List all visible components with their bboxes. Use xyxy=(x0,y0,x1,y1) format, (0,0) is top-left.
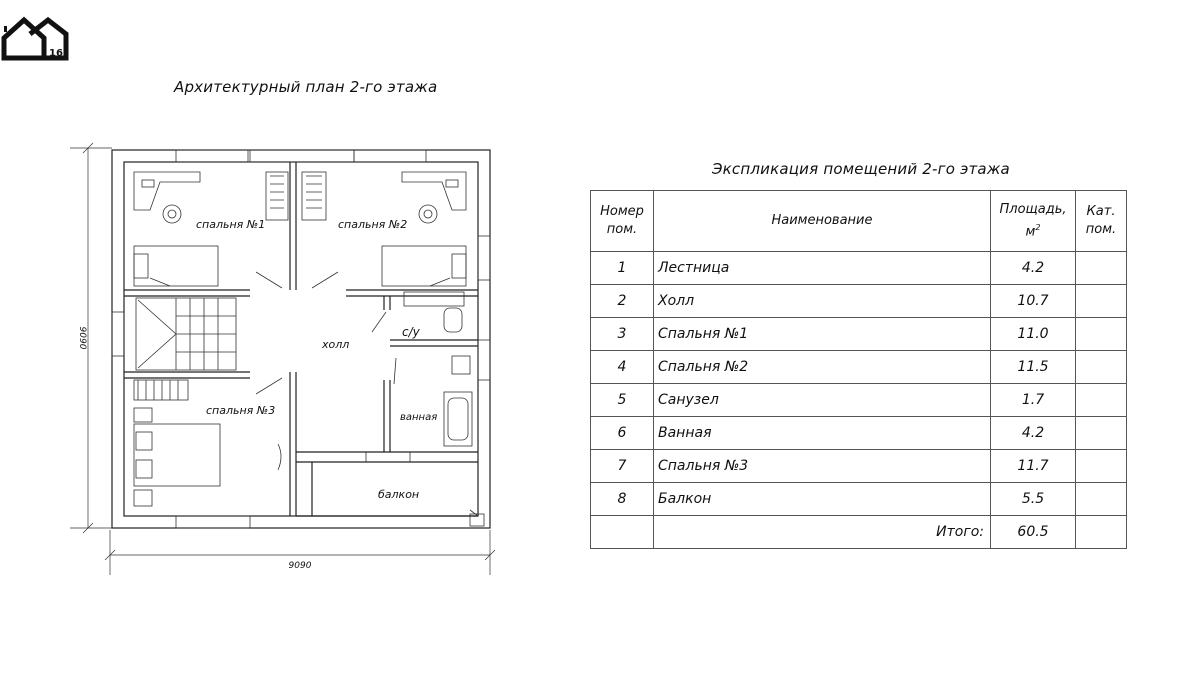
cell-area: 10.7 xyxy=(990,284,1076,318)
cell-number: 2 xyxy=(590,284,654,318)
cell-area: 5.5 xyxy=(990,482,1076,516)
house-logo-icon: 16 xyxy=(1,16,69,61)
cell-name: Холл xyxy=(653,284,991,318)
room-label-bedroom2: спальня №2 xyxy=(338,218,407,231)
room-label-hall: холл xyxy=(321,338,349,351)
cell-category xyxy=(1075,383,1127,417)
cell-area: 4.2 xyxy=(990,251,1076,285)
plan-title: Архитектурный план 2-го этажа xyxy=(174,78,438,96)
cell-name: Ванная xyxy=(653,416,991,450)
cell-area: 11.0 xyxy=(990,317,1076,351)
header-number: Номер пом. xyxy=(590,190,654,252)
cell-name: Санузел xyxy=(653,383,991,417)
cell-name: Спальня №3 xyxy=(653,449,991,483)
cell-name: Балкон xyxy=(653,482,991,516)
interior-walls xyxy=(124,162,478,517)
dim-vertical-label: 9090 xyxy=(77,327,87,350)
cell-number: 1 xyxy=(590,251,654,285)
cell-number: 8 xyxy=(590,482,654,516)
room-label-bath: ванная xyxy=(400,412,437,423)
explication-table: Номер пом. Наименование Площадь, м2 Кат.… xyxy=(590,190,1127,549)
staircase xyxy=(135,297,237,371)
total-label: Итого: xyxy=(653,515,991,549)
dim-horizontal-label: 9090 xyxy=(289,561,312,571)
bath-fixtures xyxy=(403,291,473,447)
cell-number: 5 xyxy=(590,383,654,417)
cell-category xyxy=(1075,284,1127,318)
cell-number: 3 xyxy=(590,317,654,351)
cell-number: 7 xyxy=(590,449,654,483)
cell-area: 11.5 xyxy=(990,350,1076,384)
doors xyxy=(255,271,485,527)
beds xyxy=(133,245,467,507)
cell-area: 1.7 xyxy=(990,383,1076,417)
logo-number: 16 xyxy=(49,48,63,59)
room-label-bedroom3: спальня №3 xyxy=(206,404,275,417)
cell-category xyxy=(1075,251,1127,285)
room-label-balcony: балкон xyxy=(378,488,419,501)
cell-name: Лестница xyxy=(653,251,991,285)
cell-number: 6 xyxy=(590,416,654,450)
cell-area: 4.2 xyxy=(990,416,1076,450)
cell-number: 4 xyxy=(590,350,654,384)
cell-name: Спальня №2 xyxy=(653,350,991,384)
total-value: 60.5 xyxy=(990,515,1076,549)
cell-category xyxy=(1075,317,1127,351)
room-label-wc: с/у xyxy=(402,325,421,339)
table-header-row: Номер пом. Наименование Площадь, м2 Кат.… xyxy=(590,190,1127,252)
cell-area: 11.7 xyxy=(990,449,1076,483)
wardrobes xyxy=(133,171,327,401)
desks xyxy=(133,171,467,224)
header-area: Площадь, м2 xyxy=(990,190,1076,252)
cell-category xyxy=(1075,350,1127,384)
table-total-row: Итого: 60.5 xyxy=(590,515,1127,549)
header-category: Кат. пом. xyxy=(1075,190,1127,252)
explication-title: Экспликация помещений 2-го этажа xyxy=(712,160,1010,178)
header-name: Наименование xyxy=(653,190,991,252)
cell-name: Спальня №1 xyxy=(653,317,991,351)
room-label-bedroom1: спальня №1 xyxy=(196,218,265,231)
cell-category xyxy=(1075,482,1127,516)
dimension-lines xyxy=(70,142,496,575)
cell-category xyxy=(1075,416,1127,450)
cell-category xyxy=(1075,449,1127,483)
floor-plan: 9090 9090 xyxy=(70,142,496,575)
